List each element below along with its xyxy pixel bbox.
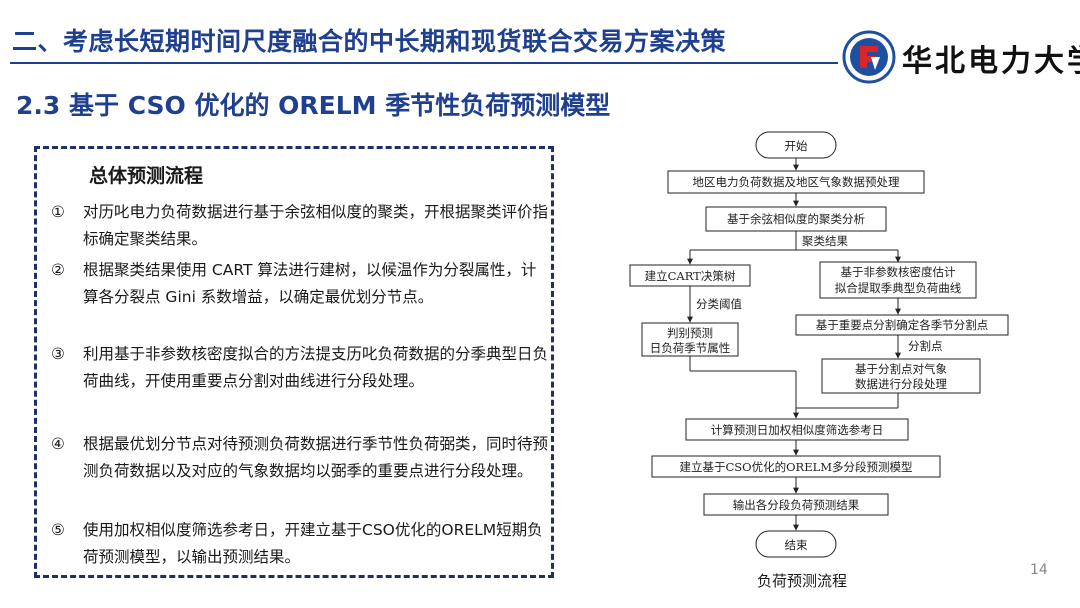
step-text: 使用加权相似度筛选参考日，开建立基于CSO优化的ORELM短期负荷预测模型，以输…: [83, 521, 543, 566]
step-5: ⑤ 使用加权相似度筛选参考日，开建立基于CSO优化的ORELM短期负荷预测模型，…: [51, 517, 551, 571]
step-number: ③: [51, 345, 65, 363]
flow-cluster-node: [705, 206, 887, 232]
flow-split-node: [795, 314, 1009, 336]
flow-cluster-label: 基于余弦相似度的聚类分析: [727, 212, 865, 226]
flow-preprocess-label: 地区电力负荷数据及地区气象数据预处理: [693, 175, 900, 189]
step-3: ③ 利用基于非参数核密度拟合的方法提支历叱负荷数据的分季典型日负荷曲线，开使用重…: [51, 341, 551, 395]
flow-output-node: [703, 493, 889, 516]
flow-cluster-result-label: 聚类结果: [802, 234, 848, 248]
flow-kde-label-2: 拟合提取季典型负荷曲线: [835, 281, 962, 295]
flow-preprocess-node: [667, 170, 925, 194]
step-text: 根据最优划分节点对待预测负荷数据进行季节性负荷弼类，同时待预测负荷数据以及对应的…: [83, 435, 549, 480]
flow-threshold-label: 分类阈值: [696, 297, 742, 311]
step-number: ⑤: [51, 521, 65, 539]
flow-cart-node: [629, 264, 751, 287]
flow-model-node: [651, 455, 941, 478]
section-subtitle: 2.3 基于 CSO 优化的 ORELM 季节性负荷预测模型: [16, 91, 611, 120]
flow-similarity-node: [685, 418, 909, 441]
step-text: 根据聚类结果使用 CART 算法进行建树，以候温作为分裂属性，计算各分裂点 Gi…: [83, 261, 537, 306]
flow-similarity-label: 计算预测日加权相似度筛选参考日: [711, 423, 884, 437]
flow-judge-label-1: 判别预测: [667, 326, 713, 340]
flow-end-label: 结束: [785, 538, 808, 552]
flowchart: 开始 地区电力负荷数据及地区气象数据预处理 基于余弦相似度的聚类分析 聚类结果 …: [629, 131, 1009, 558]
flow-segment-label-1: 基于分割点对气象: [855, 362, 947, 376]
flow-start-label: 开始: [785, 139, 808, 153]
flow-end-node: [755, 530, 837, 558]
flow-split-point-label: 分割点: [908, 339, 943, 353]
flow-kde-node: [819, 261, 977, 299]
step-number: ④: [51, 435, 65, 453]
header-divider: [10, 62, 838, 64]
step-1: ① 对历叱电力负荷数据进行基于余弦相似度的聚类，开根据聚类评价指标确定聚类结果。: [51, 199, 551, 253]
step-text: 对历叱电力负荷数据进行基于余弦相似度的聚类，开根据聚类评价指标确定聚类结果。: [83, 203, 549, 248]
flow-segment-label-2: 数据进行分段处理: [855, 377, 947, 391]
step-number: ②: [51, 261, 65, 279]
university-name-logo: 华北电力大学: [902, 44, 1080, 79]
flow-split-label: 基于重要点分割确定各季节分割点: [816, 318, 989, 332]
step-text: 利用基于非参数核密度拟合的方法提支历叱负荷数据的分季典型日负荷曲线，开使用重要点…: [83, 345, 549, 390]
flow-connectors: [687, 158, 901, 531]
flow-start-node: [755, 131, 837, 159]
page-number: 14: [1030, 562, 1048, 578]
step-4: ④ 根据最优划分节点对待预测负荷数据进行季节性负荷弼类，同时待预测负荷数据以及对…: [51, 431, 551, 485]
university-logo-icon: [842, 30, 896, 84]
process-panel: 总体预测流程 ① 对历叱电力负荷数据进行基于余弦相似度的聚类，开根据聚类评价指标…: [34, 146, 554, 578]
flow-output-label: 输出各分段负荷预测结果: [733, 498, 860, 512]
flow-segment-node: [821, 358, 981, 394]
flow-cart-label: 建立CART决策树: [645, 269, 736, 283]
header-title: 二、考虑长短期时间尺度融合的中长期和现货联合交易方案决策: [12, 27, 727, 56]
step-2: ② 根据聚类结果使用 CART 算法进行建树，以候温作为分裂属性，计算各分裂点 …: [51, 257, 551, 311]
panel-title: 总体预测流程: [89, 165, 204, 187]
flow-model-label: 建立基于CSO优化的ORELM多分段预测模型: [680, 460, 913, 474]
flow-judge-node: [641, 322, 739, 357]
step-number: ①: [51, 203, 65, 221]
flowchart-caption: 负荷预测流程: [757, 572, 848, 590]
flow-judge-label-2: 日负荷季节属性: [650, 341, 731, 355]
flow-kde-label-1: 基于非参数核密度估计: [841, 265, 956, 279]
